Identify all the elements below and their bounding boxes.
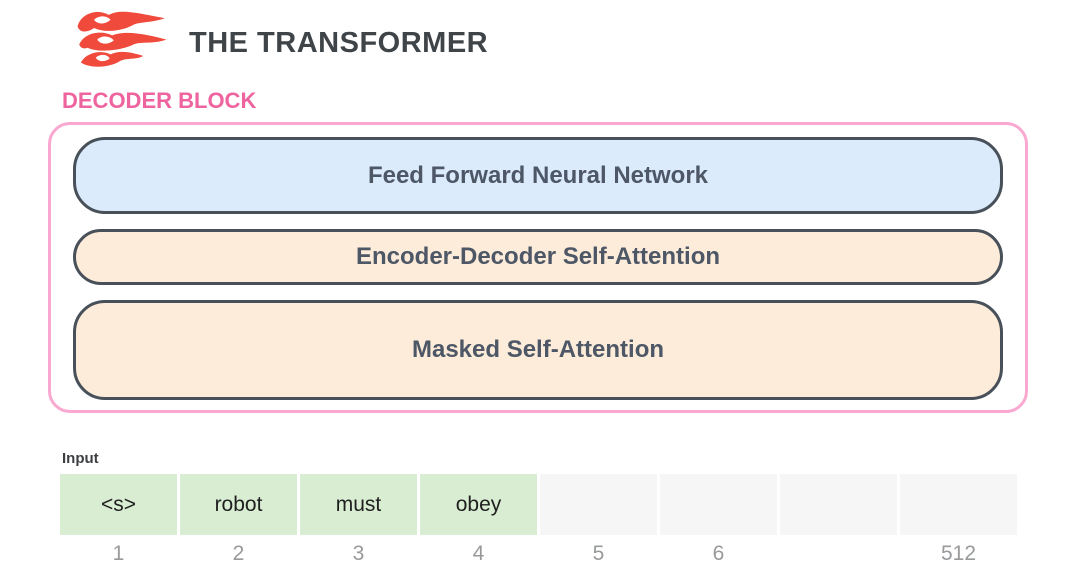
page-title: THE TRANSFORMER <box>189 27 489 59</box>
position-index: 4 <box>472 542 485 565</box>
input-token-row: <s> robot must obey <box>60 474 1017 535</box>
position-index <box>780 541 897 567</box>
token-cell: must <box>300 474 417 535</box>
token-cell: <s> <box>60 474 177 535</box>
position-index: 5 <box>592 542 605 565</box>
position-index: 6 <box>712 542 725 565</box>
position-index-row: 1 2 3 4 5 6 512 <box>60 541 1017 567</box>
layer-masked-self-attention: Masked Self-Attention <box>73 300 1003 400</box>
token-cell <box>900 474 1017 535</box>
position-index: 512 <box>940 542 977 565</box>
position-index: 2 <box>232 542 245 565</box>
decoder-block-label: DECODER BLOCK <box>62 88 257 113</box>
position-index: 3 <box>352 542 365 565</box>
flame-icon <box>77 11 167 67</box>
token-cell: robot <box>180 474 297 535</box>
token-cell: obey <box>420 474 537 535</box>
position-index: 1 <box>112 542 125 565</box>
layer-feed-forward: Feed Forward Neural Network <box>73 137 1003 214</box>
input-label: Input <box>62 450 99 467</box>
token-cell <box>540 474 657 535</box>
token-cell <box>660 474 777 535</box>
token-cell <box>780 474 897 535</box>
decoder-block-container: Feed Forward Neural Network Encoder-Deco… <box>48 122 1028 413</box>
layer-encoder-decoder-attention: Encoder-Decoder Self-Attention <box>73 229 1003 285</box>
